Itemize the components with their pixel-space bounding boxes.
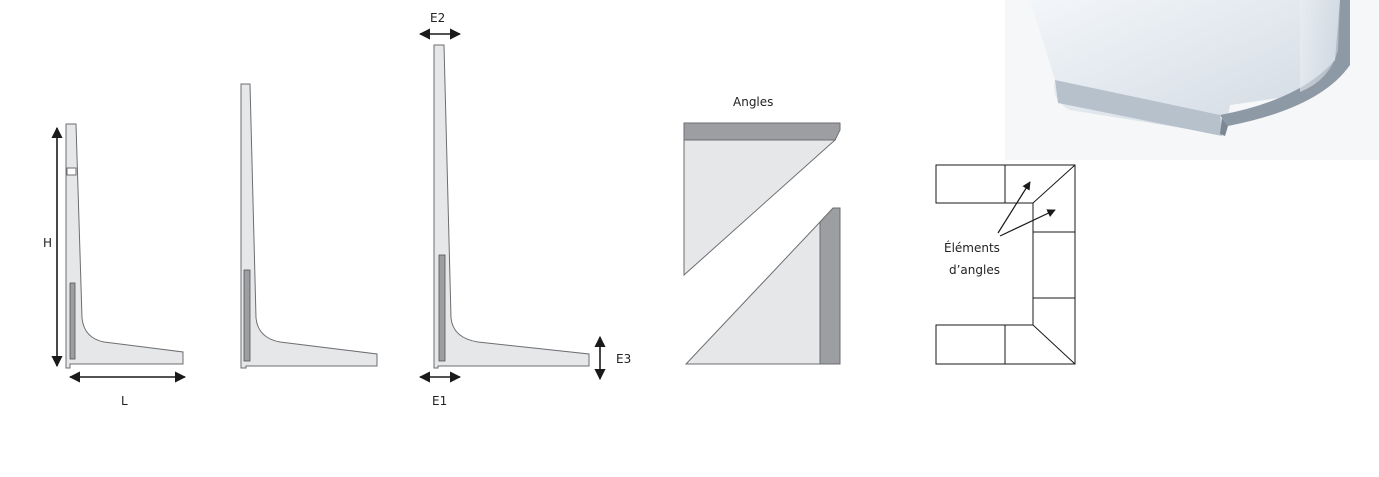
corner-elements-label-line1: Éléments [944,240,1000,255]
product-photo [1005,0,1379,160]
foot-thickness-label: E3 [616,352,631,366]
angle-element-top [683,122,841,277]
length-label: L [121,394,128,408]
height-label: H [43,236,52,250]
corner-pointer-2 [999,209,1056,237]
corner-pointer-1 [997,181,1031,234]
wall-profile-1 [65,123,184,369]
base-thickness-label: E1 [432,394,447,408]
wall-profile-3 [433,44,590,369]
wall-profile-2 [240,83,378,369]
corner-elements-label-line2: d’angles [949,263,1000,277]
corner-plan [935,164,1076,365]
angles-title: Angles [733,95,773,109]
angle-element-bottom [684,207,841,365]
top-thickness-label: E2 [430,11,445,25]
